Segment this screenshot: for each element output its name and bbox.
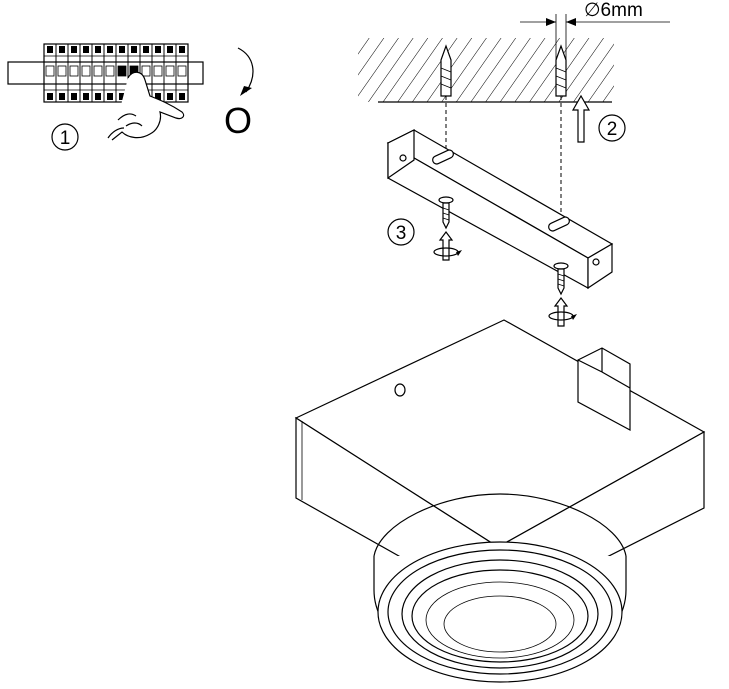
hole-diameter-label: ∅6mm bbox=[584, 0, 643, 21]
step-3-number: 3 bbox=[396, 223, 407, 244]
screw-right bbox=[553, 262, 569, 296]
step-2-marker: 2 bbox=[598, 114, 626, 142]
hand-icon bbox=[107, 71, 185, 141]
breaker-unit bbox=[163, 43, 177, 103]
breaker-unit bbox=[91, 43, 105, 103]
breaker-panel-icon bbox=[7, 43, 204, 103]
push-up-arrow-icon bbox=[571, 94, 591, 143]
breaker-unit bbox=[175, 43, 189, 103]
step-1-number: 1 bbox=[60, 128, 71, 149]
ceiling bbox=[358, 38, 614, 103]
step-3-marker: 3 bbox=[387, 218, 415, 246]
screwdriver-rotation-icon bbox=[433, 231, 462, 261]
breaker-unit bbox=[151, 43, 165, 103]
downlight-ring bbox=[373, 493, 627, 683]
breaker-unit bbox=[103, 43, 117, 103]
breaker-unit bbox=[55, 43, 69, 103]
wall-plug-right bbox=[555, 44, 567, 97]
mounting-bracket bbox=[386, 129, 614, 290]
breaker-unit bbox=[67, 43, 81, 103]
screw-left bbox=[438, 196, 454, 230]
step-2-number: 2 bbox=[607, 119, 618, 140]
hole-diameter-dimension bbox=[520, 14, 670, 60]
step-1-marker: 1 bbox=[51, 123, 79, 151]
rotate-arrow-icon bbox=[237, 47, 254, 96]
switch-off-label: O bbox=[224, 100, 252, 141]
breaker-unit bbox=[43, 43, 57, 103]
wall-plug-left bbox=[440, 44, 452, 97]
breaker-unit bbox=[79, 43, 93, 103]
screwdriver-rotation-icon bbox=[548, 297, 577, 327]
